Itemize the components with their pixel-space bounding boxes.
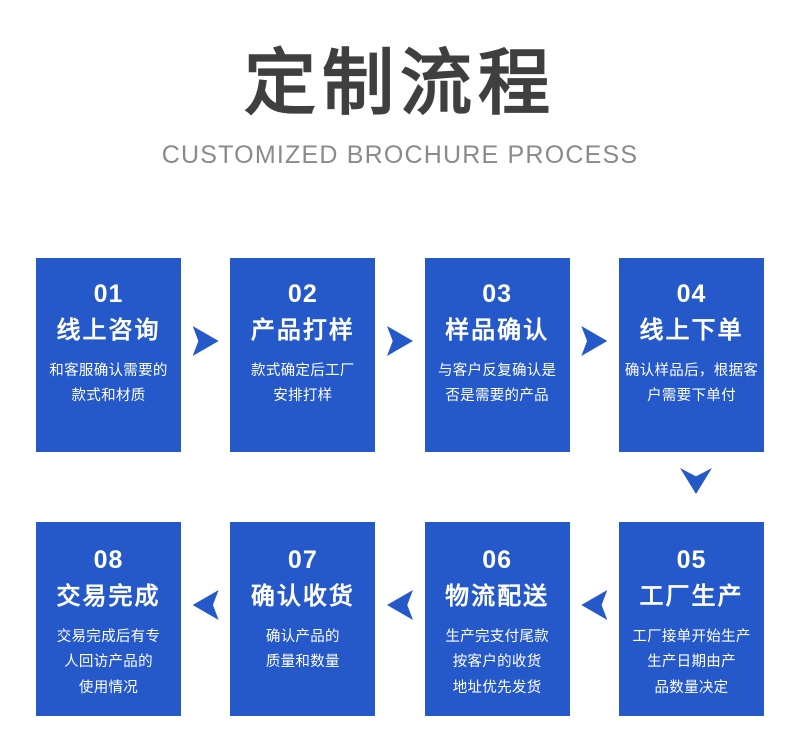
step-description: 与客户反复确认是 否是需要的产品 (438, 359, 556, 410)
step-title: 交易完成 (56, 583, 161, 610)
step-description: 确认产品的 质量和数量 (266, 625, 340, 676)
step-card-02[interactable]: 02 产品打样 款式确定后工厂 安排打样 (230, 258, 376, 452)
step-number: 02 (287, 280, 318, 308)
connector-07-08 (181, 522, 230, 716)
step-description: 交易完成后有专 人回访产品的 使用情况 (57, 625, 161, 701)
step-description-line: 确认样品后，根据客 (624, 363, 759, 379)
arrow-right-icon (386, 326, 413, 356)
step-card-03[interactable]: 03 样品确认 与客户反复确认是 否是需要的产品 (424, 258, 570, 452)
step-title: 产品打样 (250, 317, 355, 344)
step-title: 线上咨询 (56, 317, 161, 344)
step-title: 确认收货 (250, 583, 355, 610)
step-title: 工厂生产 (639, 583, 744, 610)
step-description-line: 生产日期由产 (647, 654, 736, 671)
step-description-line: 生产完支付尾款 (445, 629, 549, 645)
step-number: 01 (93, 280, 124, 308)
step-number: 06 (482, 546, 513, 574)
step-card-04[interactable]: 04 线上下单 确认样品后，根据客 户需要下单付 (618, 258, 764, 452)
step-number: 03 (482, 280, 513, 308)
step-description-line: 款式确定后工厂 (251, 363, 355, 379)
step-card-01[interactable]: 01 线上咨询 和客服确认需要的 款式和材质 (36, 258, 181, 452)
step-card-08[interactable]: 08 交易完成 交易完成后有专 人回访产品的 使用情况 (36, 522, 181, 716)
step-description: 确认样品后，根据客 户需要下单付 (625, 359, 758, 410)
step-description-line: 人回访产品的 (64, 654, 153, 671)
step-number: 04 (676, 280, 707, 308)
step-description-line: 确认产品的 (265, 629, 340, 645)
step-description-line: 工厂接单开始生产 (632, 629, 751, 645)
step-description: 生产完支付尾款 按客户的收货 地址优先发货 (445, 625, 549, 701)
flow-row-top: 01 线上咨询 和客服确认需要的 款式和材质 02 产品打样 款式确定后工厂 安… (36, 258, 764, 452)
step-description-line: 按客户的收货 (452, 654, 542, 671)
connector-01-02 (181, 258, 230, 452)
step-number: 05 (676, 546, 707, 574)
page-subtitle: CUSTOMIZED BROCHURE PROCESS (161, 140, 639, 169)
step-description: 和客服确认需要的 款式和材质 (49, 359, 167, 410)
step-description-line: 和客服确认需要的 (49, 363, 168, 379)
connector-03-04 (570, 258, 619, 452)
step-description-line: 户需要下单付 (647, 388, 736, 405)
step-number: 08 (93, 546, 124, 574)
step-description-line: 安排打样 (273, 388, 333, 405)
step-card-05[interactable]: 05 工厂生产 工厂接单开始生产 生产日期由产 品数量决定 (618, 522, 764, 716)
page-title: 定制流程 (243, 44, 556, 124)
connector-05-06 (570, 522, 619, 716)
step-number: 07 (287, 546, 318, 574)
step-description: 工厂接单开始生产 生产日期由产 品数量决定 (632, 625, 750, 701)
connector-06-07 (375, 522, 424, 716)
page-header: 定制流程 CUSTOMIZED BROCHURE PROCESS (0, 0, 800, 170)
connector-02-03 (375, 258, 424, 452)
step-title: 线上下单 (639, 317, 744, 344)
arrow-right-icon (581, 326, 608, 356)
arrow-left-icon (192, 590, 219, 620)
arrow-right-icon (192, 326, 219, 356)
arrow-down-icon (680, 468, 712, 494)
step-description-line: 与客户反复确认是 (437, 363, 557, 379)
step-description: 款式确定后工厂 安排打样 (251, 359, 355, 410)
step-description-line: 款式和材质 (71, 388, 146, 405)
arrow-left-icon (386, 590, 413, 620)
step-card-06[interactable]: 06 物流配送 生产完支付尾款 按客户的收货 地址优先发货 (424, 522, 570, 716)
step-title: 样品确认 (445, 317, 550, 344)
step-description-line: 交易完成后有专 (56, 629, 161, 645)
step-title: 物流配送 (445, 583, 550, 610)
step-description-line: 使用情况 (78, 679, 139, 696)
step-description-line: 品数量决定 (654, 679, 729, 696)
arrow-left-icon (581, 590, 608, 620)
step-card-07[interactable]: 07 确认收货 确认产品的 质量和数量 (230, 522, 376, 716)
step-description-line: 地址优先发货 (452, 679, 542, 696)
step-description-line: 质量和数量 (265, 654, 340, 671)
flow-row-bottom: 08 交易完成 交易完成后有专 人回访产品的 使用情况 07 确认收货 确认产品… (36, 522, 764, 716)
step-description-line: 否是需要的产品 (445, 388, 549, 405)
